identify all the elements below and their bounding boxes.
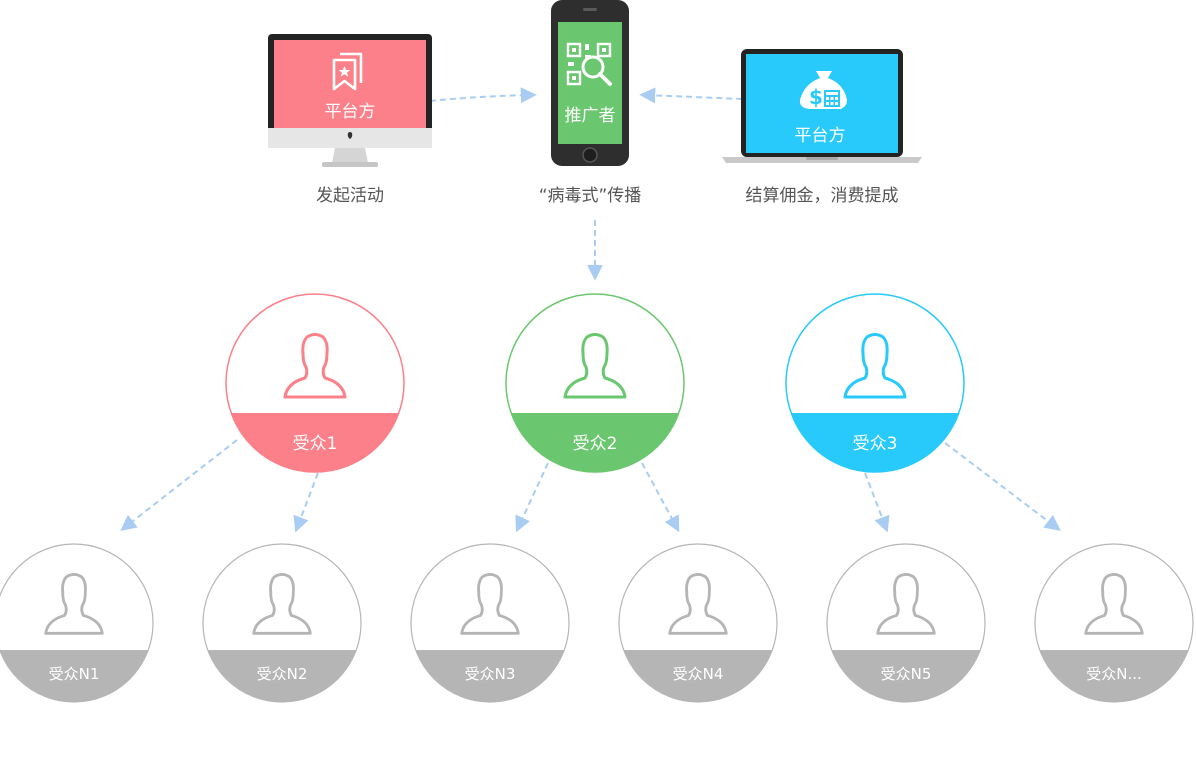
monitor-label: 平台方: [325, 102, 376, 122]
arrow-a2-to-n3: [515, 462, 549, 533]
laptop-label: 平台方: [795, 126, 846, 146]
laptop-device: $ 平台方: [722, 49, 922, 163]
sub-audience-label: 受众N5: [881, 665, 932, 683]
arrow-a1-to-n2: [293, 472, 319, 533]
arrow-a2-to-n4: [641, 462, 680, 533]
phone-caption: “病毒式”传播: [539, 186, 642, 206]
arrow-a3-to-n6: [944, 442, 1061, 531]
sub-audience-node-4: 受众N4: [618, 543, 778, 703]
audience-label: 受众2: [573, 434, 618, 454]
audience-label: 受众3: [853, 434, 898, 454]
monitor-device: 平台方: [268, 34, 432, 167]
laptop-caption: 结算佣金，消费提成: [746, 186, 899, 206]
sub-audience-node-1: 受众N1: [0, 543, 154, 703]
sub-audience-node-5: 受众N5: [826, 543, 986, 703]
audience-label: 受众1: [293, 434, 338, 454]
arrow-monitor-to-phone: [429, 87, 537, 104]
arrow-laptop-to-phone: [639, 87, 743, 104]
sub-audience-label: 受众N2: [257, 665, 308, 683]
svg-text:$: $: [809, 85, 823, 109]
phone-device: 推广者: [551, 0, 629, 166]
audience-node-2: 受众2: [505, 293, 685, 473]
phone-label: 推广者: [565, 106, 616, 126]
connectors: [120, 87, 1061, 533]
bookmark-icon: [332, 52, 363, 91]
audience-node-3: 受众3: [785, 293, 965, 473]
monitor-caption: 发起活动: [316, 186, 384, 206]
sub-audience-label: 受众N3: [465, 665, 516, 683]
sub-audience-label: 受众N4: [673, 665, 724, 683]
arrow-a1-to-n1: [120, 439, 238, 531]
sub-audience-node-3: 受众N3: [410, 543, 570, 703]
sub-audience-label: 受众N...: [1086, 665, 1142, 683]
arrow-a3-to-n5: [864, 472, 890, 533]
qr-scan-icon: [566, 42, 612, 86]
sub-audience-node-2: 受众N2: [202, 543, 362, 703]
money-bag-icon: $: [799, 71, 847, 109]
sub-audience-node-6: 受众N...: [1034, 543, 1194, 703]
sub-audience-label: 受众N1: [49, 665, 100, 683]
audience-node-1: 受众1: [225, 293, 405, 473]
